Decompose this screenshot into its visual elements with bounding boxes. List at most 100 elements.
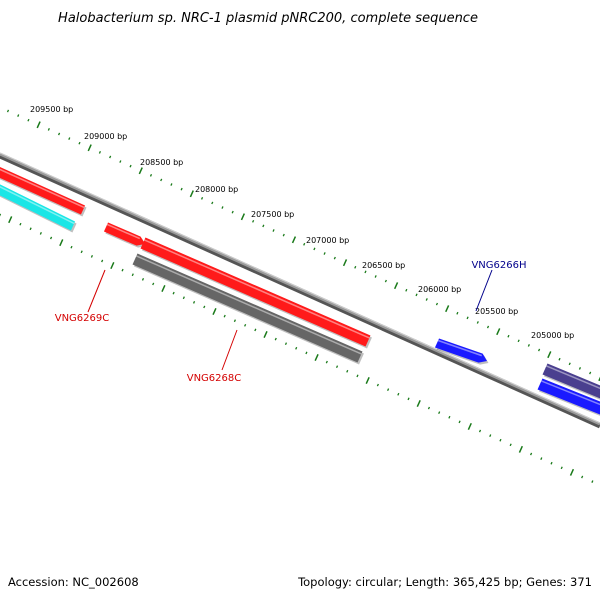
backbone-shadow — [0, 153, 600, 429]
minor-tick — [262, 224, 265, 228]
minor-tick — [589, 371, 592, 375]
major-tick — [314, 353, 319, 361]
gene-label-vng6268c[interactable]: VNG6268C — [187, 373, 242, 384]
minor-tick — [17, 114, 20, 117]
minor-tick — [211, 201, 214, 205]
bp-label: 205500 bp — [475, 307, 518, 316]
major-tick — [110, 262, 115, 270]
major-tick — [212, 308, 217, 316]
minor-tick — [160, 178, 163, 182]
minor-tick — [254, 328, 257, 332]
major-tick — [240, 213, 246, 221]
major-tick — [263, 331, 268, 339]
gene-leader-vng6266h — [475, 269, 493, 312]
minor-tick — [578, 367, 582, 370]
bp-label: 208500 bp — [140, 158, 183, 167]
topology-summary: Topology: circular; Length: 365,425 bp; … — [297, 575, 592, 589]
minor-tick — [152, 282, 155, 286]
minor-tick — [376, 383, 379, 387]
minor-tick — [231, 210, 234, 214]
minor-tick — [49, 236, 53, 240]
gene-red-left-highlight — [0, 168, 85, 209]
gene-leader-vng6268c — [221, 329, 238, 371]
major-tick — [496, 328, 501, 336]
backbone — [0, 152, 600, 426]
minor-tick — [456, 311, 459, 315]
minor-tick — [407, 397, 410, 401]
minor-tick — [397, 392, 400, 396]
major-tick — [59, 239, 64, 247]
minor-tick — [530, 452, 533, 456]
accession-text: Accession: NC_002608 — [8, 575, 139, 589]
minor-tick — [305, 351, 308, 355]
minor-tick — [466, 316, 469, 320]
minor-tick — [47, 128, 50, 131]
minor-tick — [540, 457, 543, 460]
minor-tick — [486, 325, 490, 329]
gene-vng6269c[interactable] — [103, 222, 145, 246]
minor-tick — [68, 137, 71, 140]
major-tick — [342, 259, 348, 267]
minor-tick — [90, 255, 94, 258]
gene-blue-right[interactable] — [537, 378, 600, 418]
gene-vng6266h-highlight — [437, 339, 482, 357]
minor-tick — [70, 245, 73, 249]
minor-tick — [568, 362, 571, 366]
minor-tick — [517, 339, 520, 343]
minor-tick — [284, 342, 288, 346]
gene-red-left[interactable] — [0, 163, 86, 215]
minor-tick — [313, 247, 316, 251]
minor-tick — [558, 357, 561, 361]
minor-tick — [325, 360, 328, 364]
minor-tick — [80, 250, 83, 254]
minor-tick — [427, 406, 431, 410]
minor-tick — [192, 300, 196, 304]
bp-label: 207500 bp — [251, 210, 294, 219]
minor-tick — [538, 348, 541, 352]
gene-purple-right-highlight — [546, 365, 600, 390]
minor-tick — [476, 321, 479, 324]
minor-tick — [282, 233, 285, 237]
major-tick — [518, 445, 523, 453]
minor-tick — [435, 302, 439, 306]
gene-vng6268c[interactable] — [132, 253, 363, 363]
minor-tick — [346, 369, 349, 373]
minor-tick — [170, 183, 173, 186]
minor-tick — [560, 466, 563, 470]
major-tick — [547, 351, 552, 359]
minor-tick — [489, 434, 492, 437]
gene-label-vng6266h[interactable]: VNG6266H — [471, 260, 526, 271]
minor-tick — [57, 132, 61, 136]
minor-tick — [303, 242, 306, 246]
minor-tick — [448, 415, 451, 419]
major-tick — [189, 190, 194, 198]
major-tick — [87, 144, 92, 152]
gene-leader-vng6269c — [87, 269, 106, 313]
gene-red-long[interactable] — [140, 237, 371, 347]
inner-tick-ring — [0, 213, 594, 483]
major-tick — [138, 167, 143, 175]
minor-tick — [364, 270, 367, 274]
major-tick — [467, 422, 472, 430]
minor-tick — [233, 319, 236, 323]
major-tick — [161, 285, 166, 293]
minor-tick — [119, 160, 122, 163]
gene-cyan-left[interactable] — [0, 180, 76, 231]
gene-vng6269c-highlight — [106, 223, 141, 240]
minor-tick — [384, 279, 387, 283]
minor-tick — [109, 155, 112, 159]
minor-tick — [39, 232, 42, 235]
bp-label: 209000 bp — [84, 132, 127, 141]
major-tick — [416, 399, 421, 407]
backbone-highlight — [0, 152, 600, 424]
minor-tick — [425, 298, 428, 301]
bp-label: 206500 bp — [362, 261, 405, 270]
gene-purple-right[interactable] — [542, 363, 600, 402]
gene-label-vng6269c[interactable]: VNG6269C — [55, 313, 110, 324]
gene-vng6266h[interactable] — [434, 338, 487, 363]
minor-tick — [272, 229, 275, 232]
minor-tick — [356, 374, 359, 378]
major-tick — [36, 121, 41, 129]
gene-red-long-highlight — [144, 239, 370, 339]
